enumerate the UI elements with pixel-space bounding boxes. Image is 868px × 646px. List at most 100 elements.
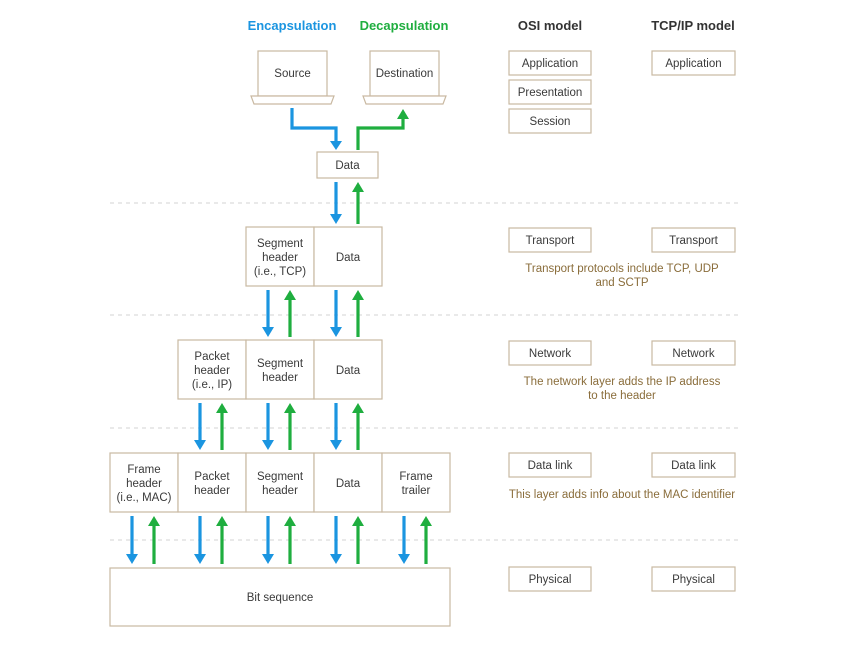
data-cell (313, 226, 383, 287)
frame-trailer-line2: trailer (402, 485, 431, 497)
up-arrow-head-icon (216, 516, 228, 526)
osi-physical-label: Physical (529, 574, 572, 586)
tcpip-transport-box (651, 227, 736, 253)
data-box-top (316, 151, 379, 179)
up-arrow-head-icon (284, 516, 296, 526)
segment-header-line3: (i.e., TCP) (254, 266, 306, 278)
segment-header-line2: header (262, 252, 298, 264)
down-arrow-head-icon (330, 554, 342, 564)
destination-laptop-icon: Destination (362, 50, 447, 105)
source-laptop-icon: Source (250, 50, 335, 105)
up-arrow-head-icon (352, 516, 364, 526)
packet-header-line1: Packet (194, 351, 230, 363)
down-arrow-head-icon (194, 554, 206, 564)
datalink-frame: Frame header (i.e., MAC) Packet header S… (109, 452, 451, 513)
down-arrow-head-icon (262, 440, 274, 450)
source-label: Source (274, 68, 310, 80)
down-arrow-head-icon (194, 440, 206, 450)
up-arrow-head-icon (352, 403, 364, 413)
frame-header-line1: Frame (127, 464, 160, 476)
encapsulation-header: Encapsulation (248, 18, 337, 33)
tcpip-network-box (651, 340, 736, 366)
network-packet: Packet header (i.e., IP) Segment header … (177, 339, 383, 400)
data-cell-label: Data (336, 252, 361, 264)
down-arrow-head-icon (262, 327, 274, 337)
transport-note-line2: and SCTP (595, 277, 648, 289)
tcpip-transport-label: Transport (669, 235, 719, 247)
tcpip-model-column: Application Transport Network Data link … (651, 50, 736, 592)
segment-header-line1: Segment (257, 358, 304, 370)
network-note-line2: to the header (588, 390, 656, 402)
down-arrow-head-icon (262, 554, 274, 564)
tcpip-datalink-box (651, 452, 736, 478)
packet-header-line3: (i.e., IP) (192, 379, 232, 391)
up-arrow-head-icon (352, 182, 364, 192)
osi-session-label: Session (530, 116, 571, 128)
vertical-arrows (126, 182, 432, 564)
frame-header-line2: header (126, 478, 162, 490)
down-arrow-head-icon (398, 554, 410, 564)
up-arrow-head-icon (148, 516, 160, 526)
segment-header-line1: Segment (257, 238, 304, 250)
osi-model-header: OSI model (518, 18, 582, 33)
transport-segment: Segment header (i.e., TCP) Data (245, 226, 383, 287)
datalink-note-line1: This layer adds info about the MAC ident… (509, 489, 735, 501)
down-arrow-head-icon (126, 554, 138, 564)
osi-transport-box (508, 227, 592, 253)
packet-header-cell (177, 452, 247, 513)
transport-note-line1: Transport protocols include TCP, UDP (525, 263, 719, 275)
decapsulation-arrow-icon (356, 118, 405, 150)
segment-header-cell (245, 226, 315, 287)
osi-presentation-box (508, 79, 592, 105)
up-arrow-head-icon (420, 516, 432, 526)
tcpip-datalink-label: Data link (671, 460, 716, 472)
arrowhead-icon (397, 109, 409, 119)
data-box-top-label: Data (335, 160, 360, 172)
osi-physical-box (508, 566, 592, 592)
osi-model-column: Application Presentation Session Transpo… (508, 50, 592, 592)
frame-trailer-line1: Frame (399, 471, 432, 483)
packet-header-cell (177, 339, 247, 400)
tcpip-application-box (651, 50, 736, 76)
segment-header-line1: Segment (257, 471, 304, 483)
down-arrow-head-icon (330, 327, 342, 337)
network-note-line1: The network layer adds the IP address (524, 376, 721, 388)
segment-header-line2: header (262, 485, 298, 497)
osi-network-box (508, 340, 592, 366)
data-cell-label: Data (336, 365, 361, 377)
up-arrow-head-icon (216, 403, 228, 413)
up-arrow-head-icon (284, 290, 296, 300)
up-arrow-head-icon (352, 290, 364, 300)
osi-network-label: Network (529, 348, 571, 360)
down-arrow-head-icon (330, 214, 342, 224)
packet-header-line1: Packet (194, 471, 230, 483)
data-cell (313, 339, 383, 400)
osi-presentation-label: Presentation (518, 87, 583, 99)
bit-sequence-box (109, 567, 451, 627)
encapsulation-arrow-icon (290, 108, 338, 142)
tcpip-physical-box (651, 566, 736, 592)
destination-label: Destination (376, 68, 434, 80)
arrowhead-icon (330, 141, 342, 150)
data-cell-label: Data (336, 478, 361, 490)
osi-datalink-box (508, 452, 592, 478)
decapsulation-header: Decapsulation (360, 18, 449, 33)
frame-header-line3: (i.e., MAC) (117, 492, 172, 504)
data-cell (313, 452, 383, 513)
packet-header-line2: header (194, 485, 230, 497)
bit-sequence-label: Bit sequence (247, 592, 314, 604)
osi-datalink-label: Data link (528, 460, 573, 472)
tcpip-physical-label: Physical (672, 574, 715, 586)
packet-header-line2: header (194, 365, 230, 377)
osi-application-box (508, 50, 592, 76)
up-arrow-head-icon (284, 403, 296, 413)
tcpip-network-label: Network (672, 348, 714, 360)
segment-header-cell (245, 339, 315, 400)
down-arrow-head-icon (330, 440, 342, 450)
osi-application-label: Application (522, 58, 578, 70)
segment-header-line2: header (262, 372, 298, 384)
osi-transport-label: Transport (526, 235, 576, 247)
osi-session-box (508, 108, 592, 134)
tcpip-model-header: TCP/IP model (651, 18, 735, 33)
